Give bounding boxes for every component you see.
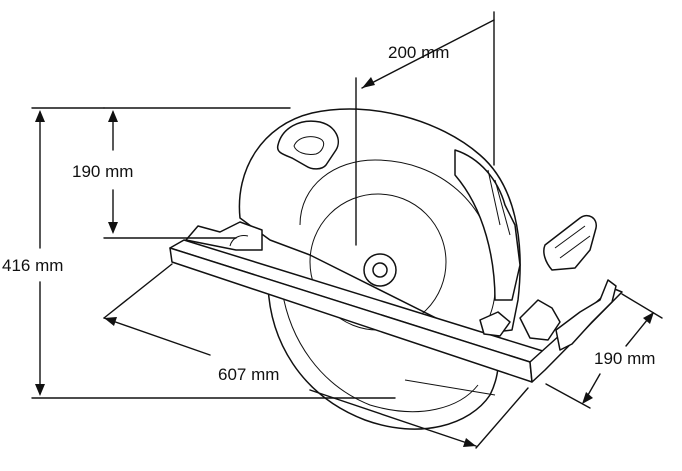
arrow-190-bottom [108,222,118,234]
arrow-190-top [108,110,118,122]
dim-line-607-left [103,317,211,356]
dimension-labels: 200 mm 190 mm 416 mm 607 mm 190 mm [2,43,655,384]
arrow-607-right [463,438,476,447]
label-depth-top: 200 mm [388,43,449,62]
motor-ribs [487,169,511,236]
ext-line-190r-top [621,293,663,319]
rear-handle [276,120,340,170]
depth-lever [185,221,263,251]
label-cut-height: 190 mm [72,162,133,181]
blade-lower-edge [404,379,496,396]
bevel-bracket-rear [519,299,561,341]
arrow-200-left [362,77,375,88]
label-length: 607 mm [218,365,279,384]
bevel-bracket-front [555,279,617,351]
ext-line-190r-bottom [545,383,591,409]
saw-illustration [169,108,623,430]
label-width: 190 mm [594,349,655,368]
motor-housing [454,149,521,301]
arrow-190r-top [643,312,654,324]
ext-line-607-right [475,387,529,449]
blade-inner-edge [281,289,479,413]
dim-line-200 [361,19,495,89]
knob-grip-lines [554,225,591,259]
arrow-607-left [104,317,117,326]
ext-line-607-left [103,263,173,319]
dimension-lines [31,11,663,449]
arrow-416-top [35,110,45,122]
base-slot [479,311,511,337]
arbor-nut [372,262,388,278]
saw-blade [267,284,500,430]
bracket-detail [229,235,249,247]
arrow-190r-bottom [582,392,593,404]
arrow-416-bottom [35,384,45,396]
label-overall-height: 416 mm [2,256,63,275]
dim-line-607-right [309,389,477,447]
front-knob [543,214,597,271]
handle-grip-slot [293,136,325,155]
